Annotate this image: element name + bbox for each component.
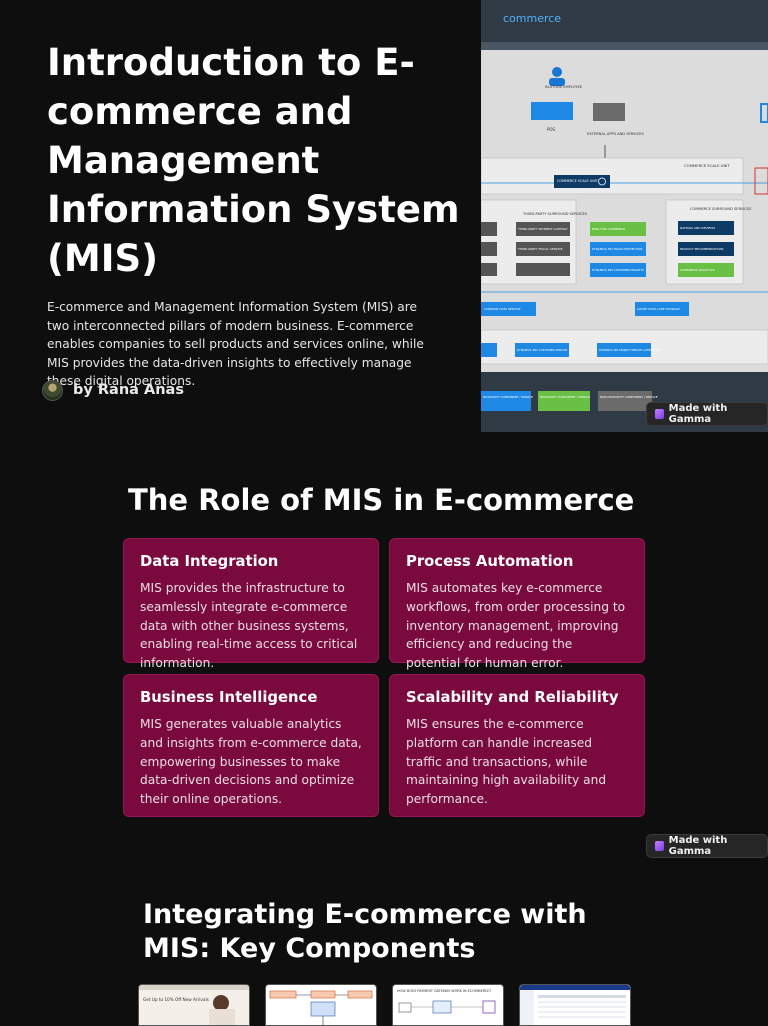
card-data-integration: Data Integration MIS provides the infras… bbox=[123, 538, 379, 670]
thumbnail-ecommerce-banner[interactable]: Get Up to 10% Off New Arrivals bbox=[138, 984, 250, 1026]
analytics-box bbox=[678, 263, 734, 277]
svg-text:RATINGS AND REVIEWS: RATINGS AND REVIEWS bbox=[680, 226, 715, 230]
slide-title: Introduction to E-commerce and Managemen… bbox=[47, 41, 460, 280]
section-heading-role: The Role of MIS in E-commerce bbox=[128, 483, 635, 517]
svg-text:IN-STORE EMPLOYEE: IN-STORE EMPLOYEE bbox=[545, 85, 583, 89]
thumbnail-application-flow[interactable] bbox=[265, 984, 377, 1026]
svg-text:COMMERCE SURROUND SERVICES: COMMERCE SURROUND SERVICES bbox=[690, 207, 752, 211]
pos-icon bbox=[531, 102, 573, 120]
svg-text:EXTERNAL APPS AND SERVICES: EXTERNAL APPS AND SERVICES bbox=[587, 132, 644, 136]
section-heading-integrating: Integrating E-commerce with MIS: Key Com… bbox=[143, 899, 587, 964]
external-apps-icon bbox=[593, 103, 625, 121]
svg-text:PRODUCT RECOMMENDATIONS: PRODUCT RECOMMENDATIONS bbox=[680, 247, 724, 251]
author-name: by Rana Anas bbox=[73, 382, 184, 398]
svg-text:DYNAMICS 365 PROJECT SERVICE A: DYNAMICS 365 PROJECT SERVICE AUTOMATION bbox=[599, 348, 661, 352]
card-title: Scalability and Reliability bbox=[406, 689, 619, 706]
svg-text:NON-MICROSOFT COMPONENT / SERV: NON-MICROSOFT COMPONENT / SERVICE bbox=[600, 395, 658, 399]
badge-label: Made with Gamma bbox=[668, 403, 728, 425]
data-lake-box bbox=[635, 302, 689, 316]
svg-text:AZURE DATA LAKE STORAGE: AZURE DATA LAKE STORAGE bbox=[637, 307, 680, 311]
svg-text:THIRD-PARTY SURROUND SERVICES: THIRD-PARTY SURROUND SERVICES bbox=[522, 212, 588, 216]
legend-gray bbox=[598, 391, 652, 411]
gamma-logo-icon bbox=[655, 409, 664, 419]
legend-azure bbox=[481, 391, 531, 411]
legend-green bbox=[538, 391, 590, 411]
thumbnail-payment-gateway[interactable]: HOW DOES PAYMENT GATEWAY WORK IN ECOMMER… bbox=[392, 984, 504, 1026]
scale-unit-box bbox=[554, 175, 610, 188]
avatar bbox=[42, 379, 63, 401]
svg-text:DYNAMICS 365 CUSTOMER INSIGHTS: DYNAMICS 365 CUSTOMER INSIGHTS bbox=[592, 268, 644, 272]
title-slide: Introduction to E-commerce and Managemen… bbox=[0, 0, 768, 432]
svg-text:COMMERCE ANALYTICS: COMMERCE ANALYTICS bbox=[680, 268, 715, 272]
svg-text:THIRD-PARTY FISCAL SERVICE: THIRD-PARTY FISCAL SERVICE bbox=[517, 247, 563, 251]
fiscal-service-box bbox=[516, 242, 570, 256]
badge-label: Made with Gamma bbox=[668, 835, 728, 857]
card-process-automation: Process Automation MIS automates key e-c… bbox=[389, 538, 645, 670]
card-text: MIS automates key e-commerce workflows, … bbox=[406, 581, 626, 671]
architecture-diagram-image: commerce IN-STORE EMPLOYEE POS EXTERNAL … bbox=[481, 0, 768, 432]
svg-text:MICROSOFT COMPONENT / SERVICE: MICROSOFT COMPONENT / SERVICE bbox=[540, 395, 590, 399]
author-block: by Rana Anas bbox=[42, 379, 184, 401]
made-with-gamma-badge[interactable]: Made with Gamma bbox=[646, 402, 768, 426]
svg-text:HOW DOES PAYMENT GATEWAY WORK: HOW DOES PAYMENT GATEWAY WORK IN ECOMMER… bbox=[397, 989, 491, 993]
card-text: MIS provides the infrastructure to seaml… bbox=[140, 581, 358, 671]
svg-text:MICROSOFT COMPONENT / SERVICE: MICROSOFT COMPONENT / SERVICE bbox=[483, 395, 533, 399]
svg-text:THIRD-PARTY PAYMENT GATEWAY: THIRD-PARTY PAYMENT GATEWAY bbox=[517, 227, 568, 231]
svg-text:Get Up to 10% Off New Arrivals: Get Up to 10% Off New Arrivals bbox=[143, 997, 209, 1002]
card-title: Process Automation bbox=[406, 553, 574, 570]
card-business-intelligence: Business Intelligence MIS generates valu… bbox=[123, 674, 379, 817]
card-title: Data Integration bbox=[140, 553, 279, 570]
card-scalability-reliability: Scalability and Reliability MIS ensures … bbox=[389, 674, 645, 817]
svg-text:POS: POS bbox=[547, 127, 556, 132]
fraud-protection-box bbox=[590, 242, 646, 256]
common-data-service-box bbox=[481, 302, 536, 316]
svg-text:BING FOR COMMERCE: BING FOR COMMERCE bbox=[592, 227, 625, 231]
card-text: MIS generates valuable analytics and ins… bbox=[140, 717, 362, 807]
diagram-header-text: commerce bbox=[503, 12, 561, 25]
intro-paragraph: E-commerce and Management Information Sy… bbox=[47, 300, 424, 388]
person-icon bbox=[549, 67, 565, 86]
svg-text:COMMERCE SCALE UNIT: COMMERCE SCALE UNIT bbox=[557, 179, 599, 183]
svg-text:COMMERCE SCALE UNIT: COMMERCE SCALE UNIT bbox=[684, 163, 730, 168]
svg-text:DYNAMICS 365 FRAUD PROTECTION: DYNAMICS 365 FRAUD PROTECTION bbox=[592, 247, 642, 251]
payment-gateway-box bbox=[516, 222, 570, 236]
svg-text:DYNAMICS 365 CUSTOMER SERVICE: DYNAMICS 365 CUSTOMER SERVICE bbox=[517, 348, 568, 352]
card-text: MIS ensures the e-commerce platform can … bbox=[406, 717, 607, 807]
bing-box bbox=[590, 222, 646, 236]
gamma-logo-icon bbox=[655, 841, 664, 851]
customer-insights-box bbox=[590, 263, 646, 277]
svg-text:COMMON DATA SERVICE: COMMON DATA SERVICE bbox=[484, 307, 521, 311]
card-title: Business Intelligence bbox=[140, 689, 318, 706]
project-service-box bbox=[597, 343, 651, 357]
thumbnail-dashboard[interactable] bbox=[519, 984, 631, 1026]
customer-service-box bbox=[515, 343, 569, 357]
ratings-box bbox=[678, 221, 734, 235]
recommendations-box bbox=[678, 242, 734, 256]
made-with-gamma-badge[interactable]: Made with Gamma bbox=[646, 834, 768, 858]
